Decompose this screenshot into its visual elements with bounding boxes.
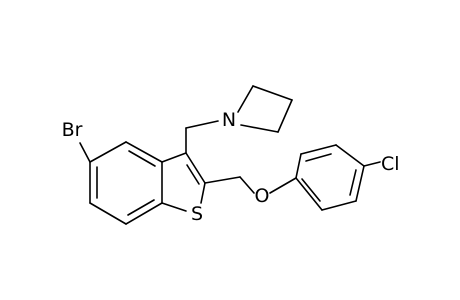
oxygen-atom-label: O <box>255 185 270 207</box>
bond <box>295 177 323 211</box>
chlorophenoxymethyl-substituent <box>204 144 381 211</box>
bond <box>204 176 241 184</box>
bond <box>355 165 365 202</box>
bond <box>295 153 302 179</box>
bond <box>200 182 206 204</box>
bond <box>239 176 255 194</box>
sulfur-atom-label: S <box>191 203 203 225</box>
double-bond-inner <box>127 199 155 216</box>
double-bond-inner <box>301 178 321 202</box>
bond <box>185 120 219 129</box>
bond <box>321 200 357 211</box>
double-bond-inner <box>128 150 156 167</box>
bond <box>335 144 365 167</box>
bond <box>277 99 293 133</box>
double-bond-inner <box>186 164 200 185</box>
bond <box>300 144 337 155</box>
bond <box>363 161 381 167</box>
pyrrolidinylmethyl-substituent <box>185 85 293 154</box>
chlorine-atom-label: Cl <box>381 153 400 175</box>
bond <box>79 142 91 163</box>
bromine-atom-label: Br <box>62 119 83 141</box>
nitrogen-atom-label: N <box>222 109 236 131</box>
bond <box>269 177 297 194</box>
bond <box>161 152 187 163</box>
bond <box>185 152 206 184</box>
bond <box>252 85 293 101</box>
benzothiophene-benzene-ring <box>89 141 163 225</box>
bond <box>125 202 163 225</box>
double-bond-inner <box>305 153 332 162</box>
bond <box>89 141 127 163</box>
thiophene-ring <box>161 152 206 212</box>
bond <box>89 202 127 225</box>
bond <box>125 141 163 163</box>
bromo-substituent <box>79 142 91 163</box>
double-bond-inner <box>349 169 357 196</box>
bond <box>240 124 279 133</box>
bond <box>237 85 254 113</box>
bond <box>161 202 187 212</box>
